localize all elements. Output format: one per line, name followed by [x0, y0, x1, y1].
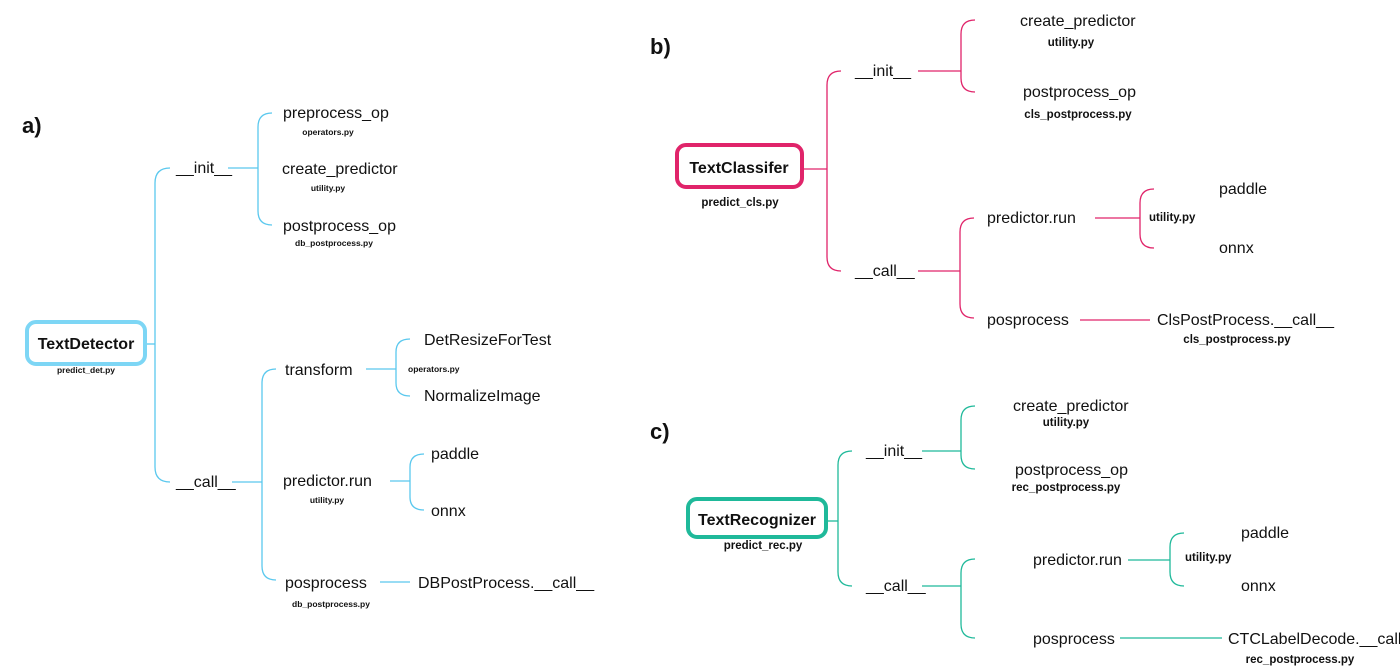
- a-create-predictor-file: utility.py: [311, 183, 346, 193]
- a-transform-file: operators.py: [408, 364, 460, 374]
- a-predictor-run-node: predictor.run: [283, 473, 372, 490]
- b-predictor-run-file: utility.py: [1149, 212, 1196, 224]
- panel-c-root: TextRecognizer predict_rec.py: [686, 497, 828, 552]
- panel-a-label: a): [22, 113, 42, 138]
- text-detector-file: predict_det.py: [57, 365, 115, 375]
- a-postprocess-op-node: postprocess_op: [283, 218, 396, 235]
- panel-a-root: TextDetector predict_det.py: [25, 320, 147, 375]
- panel-b: b) TextClassifer predict_cls.py __init__…: [650, 13, 1335, 346]
- c-predictor-run-file: utility.py: [1185, 552, 1232, 564]
- a-db-postprocess-call-node: DBPostProcess.__call__: [418, 575, 595, 592]
- panel-b-label: b): [650, 34, 671, 59]
- a-paddle-node: paddle: [431, 446, 479, 463]
- a-predictor-run-file: utility.py: [310, 495, 345, 505]
- a-postprocess-op-file: db_postprocess.py: [295, 238, 373, 248]
- text-classifer-file: predict_cls.py: [701, 197, 779, 209]
- a-preprocess-op-file: operators.py: [302, 127, 354, 137]
- a-posprocess-node: posprocess: [285, 575, 367, 592]
- b-paddle-node: paddle: [1219, 181, 1267, 198]
- b-init-node: __init__: [854, 63, 912, 80]
- b-cls-postprocess-call-node: ClsPostProcess.__call__: [1157, 312, 1335, 329]
- b-create-predictor-node: create_predictor: [1020, 13, 1136, 30]
- c-predictor-run-node: predictor.run: [1033, 552, 1122, 569]
- c-ctc-label-decode-call-node: CTCLabelDecode.__call__: [1228, 631, 1400, 648]
- b-cls-postprocess-call-file: cls_postprocess.py: [1183, 334, 1291, 346]
- panel-c: c) TextRecognizer predict_rec.py __init_…: [650, 398, 1400, 666]
- b-predictor-run-node: predictor.run: [987, 210, 1076, 227]
- b-onnx-node: onnx: [1219, 240, 1254, 257]
- a-normalize-image-node: NormalizeImage: [424, 388, 541, 405]
- panel-a: a) TextDetector predict_det.py __in: [22, 105, 595, 609]
- a-preprocess-op-node: preprocess_op: [283, 105, 389, 122]
- c-init-node: __init__: [865, 443, 923, 460]
- c-create-predictor-file: utility.py: [1043, 417, 1090, 429]
- c-paddle-node: paddle: [1241, 525, 1289, 542]
- c-postprocess-op-file: rec_postprocess.py: [1012, 482, 1121, 494]
- b-postprocess-op-file: cls_postprocess.py: [1024, 109, 1132, 121]
- c-call-node: __call__: [865, 578, 927, 595]
- text-recognizer-box: [686, 497, 828, 539]
- b-posprocess-node: posprocess: [987, 312, 1069, 329]
- c-posprocess-node: posprocess: [1033, 631, 1115, 648]
- b-call-node: __call__: [854, 263, 916, 280]
- a-onnx-node: onnx: [431, 503, 466, 520]
- text-recognizer-label: TextRecognizer: [698, 512, 816, 529]
- text-detector-box: [25, 320, 147, 366]
- a-posprocess-file: db_postprocess.py: [292, 599, 370, 609]
- c-ctc-label-decode-call-file: rec_postprocess.py: [1246, 654, 1355, 666]
- c-onnx-node: onnx: [1241, 578, 1276, 595]
- panel-c-connectors: [826, 405, 1222, 639]
- panel-b-connectors: [802, 19, 1155, 321]
- text-recognizer-file: predict_rec.py: [724, 540, 803, 552]
- text-detector-label: TextDetector: [38, 336, 135, 353]
- b-postprocess-op-node: postprocess_op: [1023, 84, 1136, 101]
- a-transform-node: transform: [285, 362, 353, 379]
- a-det-resize-node: DetResizeForTest: [424, 332, 552, 349]
- c-postprocess-op-node: postprocess_op: [1015, 462, 1128, 479]
- text-classifer-box: [675, 143, 804, 189]
- panel-a-connectors: [145, 112, 425, 583]
- a-init-node: __init__: [175, 160, 233, 177]
- c-create-predictor-node: create_predictor: [1013, 398, 1129, 415]
- panel-b-root: TextClassifer predict_cls.py: [675, 143, 804, 209]
- panel-c-label: c): [650, 419, 670, 444]
- a-call-node: __call__: [175, 474, 237, 491]
- b-create-predictor-file: utility.py: [1048, 37, 1095, 49]
- a-create-predictor-node: create_predictor: [282, 161, 398, 178]
- text-classifer-label: TextClassifer: [689, 160, 788, 177]
